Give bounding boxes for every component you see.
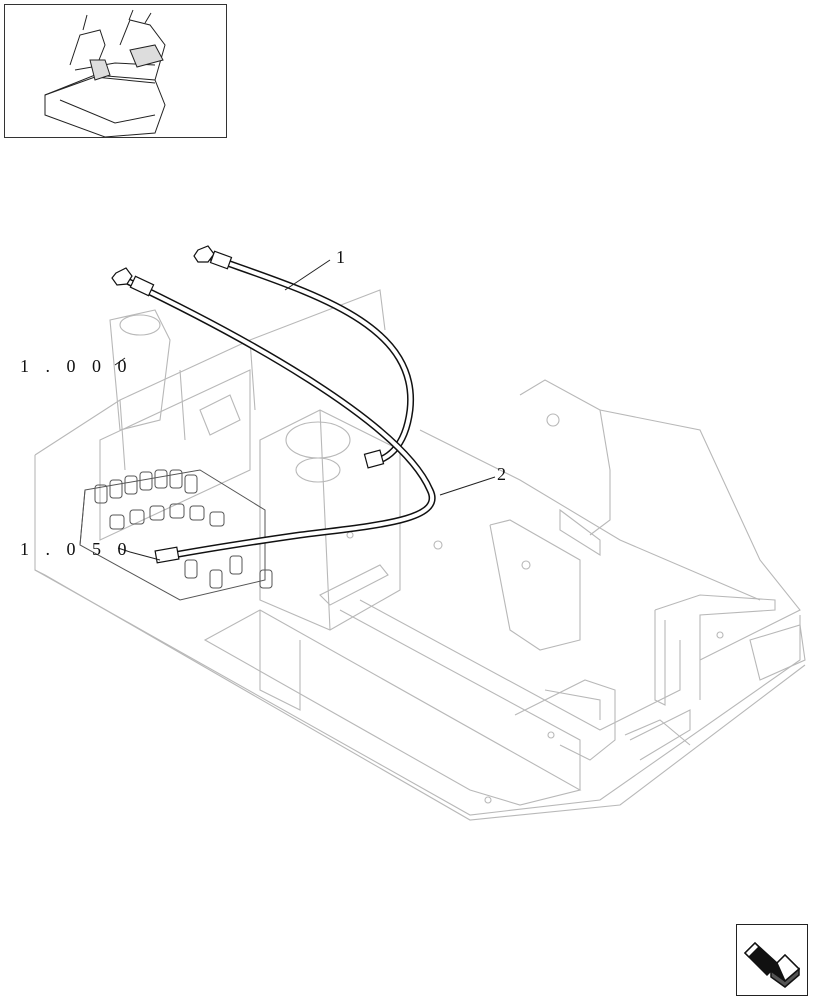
leader-ref-lower (117, 547, 161, 561)
hose-2-fitting-top (111, 267, 155, 297)
reference-callout-upper[interactable]: 1 . 0 0 0 (20, 356, 133, 376)
valve-spools (94, 469, 273, 589)
callout-item-1: 1 (336, 247, 345, 267)
upper-frame-outline (34, 289, 806, 821)
hose-2-fitting-end (154, 546, 180, 564)
leader-item-2 (439, 476, 496, 496)
hose-1-fitting-end (363, 449, 385, 469)
leader-lines (114, 259, 496, 561)
callout-item-2: 2 (497, 464, 506, 484)
hose-2 (111, 267, 436, 564)
machine-overview-icon (44, 9, 166, 138)
next-page-arrow-icon (743, 941, 801, 988)
overview-thumbnail (4, 4, 227, 138)
control-valve-block (79, 469, 273, 601)
leader-item-1 (284, 259, 331, 291)
next-page-button[interactable] (736, 924, 808, 996)
reference-callout-lower[interactable]: 1 . 0 5 0 (20, 539, 133, 559)
hose-1 (193, 245, 414, 469)
leader-ref-upper (114, 357, 126, 366)
hose-1-fitting-top (193, 245, 233, 270)
